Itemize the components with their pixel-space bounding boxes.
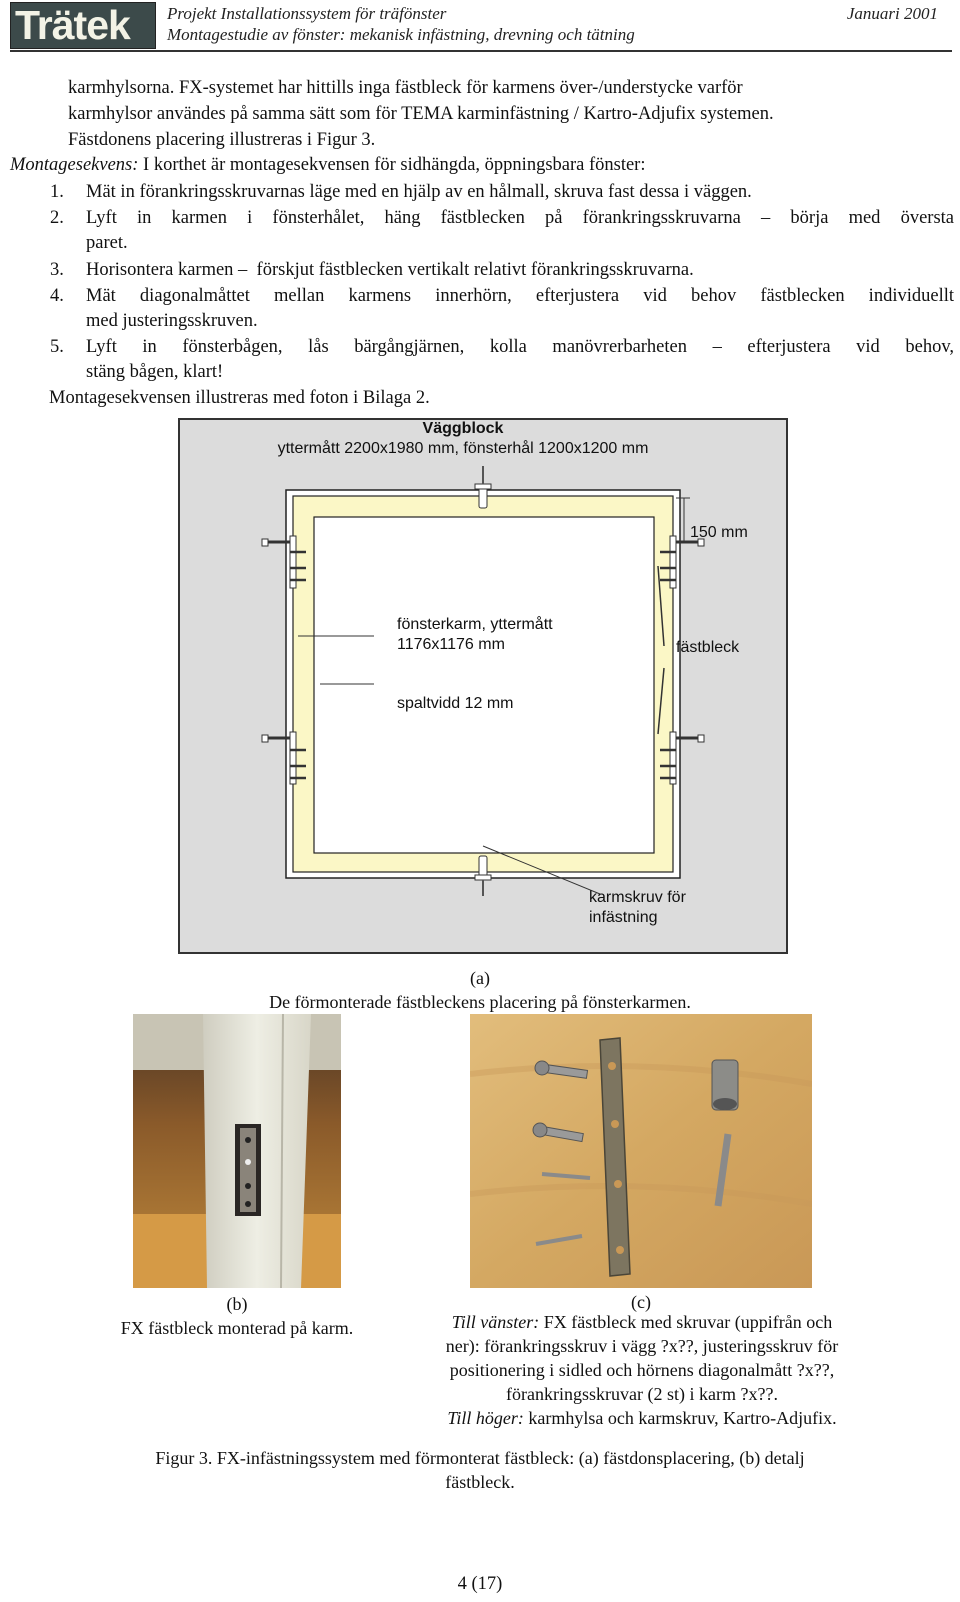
sequence-label: Montagesekvens: xyxy=(10,155,139,175)
header-divider xyxy=(10,50,952,52)
left-lower-bracket xyxy=(261,731,306,785)
dimension-150mm xyxy=(676,497,690,543)
caption-c-line3: positionering i sidled och hörnens diago… xyxy=(449,1360,835,1380)
header-date: Januari 2001 xyxy=(846,4,938,23)
closing-sentence: Montagesekvensen illustreras med foton i… xyxy=(49,388,430,408)
caption-a-letter: (a) xyxy=(470,968,490,988)
caption-c-line5: Till höger: karmhylsa och karmskruv, Kar… xyxy=(400,1406,884,1430)
screw-label-line2: infästning xyxy=(589,909,658,926)
step-number-2: 2. xyxy=(50,208,64,228)
caption-c-right-label: Till höger: xyxy=(447,1408,524,1428)
photo-b-drawing xyxy=(133,1014,341,1288)
bracket-label: fästbleck xyxy=(676,639,740,656)
diagram-title: Väggblock xyxy=(422,420,504,437)
caption-c-letter: (c) xyxy=(631,1292,651,1312)
caption-c-line2: ner): förankringsskruv i vägg ?x??, just… xyxy=(445,1336,839,1356)
sequence-heading: Montagesekvens: I korthet är montagesekv… xyxy=(10,153,645,178)
step-1-line-1: Mät in förankringsskruvarnas läge med en… xyxy=(86,182,752,202)
step-4-line-2: med justeringsskruven. xyxy=(86,311,258,331)
gap-label: spaltvidd 12 mm xyxy=(397,695,514,712)
step-2-line-1: Lyft in karmen i fönsterhålet, häng fäst… xyxy=(86,208,954,228)
tratek-logo: Trätek xyxy=(10,2,156,49)
caption-c-line1: Till vänster: FX fästbleck med skruvar (… xyxy=(400,1310,884,1334)
dimension-label: 150 mm xyxy=(690,524,748,541)
right-lower-bracket xyxy=(660,731,705,785)
intro-line-1: karmhylsorna. FX-systemet har hittills i… xyxy=(68,78,743,98)
bracket-leader-lower xyxy=(657,667,665,735)
screw-leader xyxy=(482,845,601,895)
step-5-line-2: stäng bågen, klart! xyxy=(86,362,224,382)
caption-b-letter: (b) xyxy=(226,1294,248,1314)
bracket-leader-upper xyxy=(657,565,665,647)
caption-b-text: FX fästbleck monterad på karm. xyxy=(120,1318,354,1338)
photo-bracket-on-frame xyxy=(133,1014,341,1288)
caption-c-left-label: Till vänster: xyxy=(451,1312,540,1332)
photo-bracket-and-screws xyxy=(470,1014,812,1288)
wall-block-diagram: Väggblock yttermått 2200x1980 mm, fönste… xyxy=(178,418,788,954)
frame-label-line1: fönsterkarm, yttermått xyxy=(397,616,553,633)
step-number-3: 3. xyxy=(50,260,64,280)
intro-line-3: Fästdonens placering illustreras i Figur… xyxy=(68,130,376,150)
sequence-intro: I korthet är montagesekvensen för sidhän… xyxy=(138,155,646,175)
step-5-line-1: Lyft in fönsterbågen, lås bärgångjärnen,… xyxy=(86,337,954,357)
figure-caption-line1: Figur 3. FX-infästningssystem med förmon… xyxy=(155,1448,805,1468)
figure-caption-line2: fästbleck. xyxy=(445,1472,515,1492)
header-title-line2: Montagestudie av fönster: mekanisk infäs… xyxy=(167,25,635,44)
intro-line-2: karmhylsor användes på samma sätt som fö… xyxy=(68,104,774,124)
left-upper-bracket xyxy=(261,535,306,589)
step-4-line-1: Mät diagonalmåttet mellan karmens innerh… xyxy=(86,286,954,306)
bottom-screw xyxy=(474,855,492,896)
caption-c-line1-rest: FX fästbleck med skruvar (uppifrån och xyxy=(539,1312,833,1332)
step-2-line-2: paret. xyxy=(86,233,128,253)
step-number-1: 1. xyxy=(50,182,64,202)
step-number-4: 4. xyxy=(50,286,64,306)
caption-c-line5-rest: karmhylsa och karmskruv, Kartro-Adjufix. xyxy=(523,1408,837,1428)
photo-c-drawing xyxy=(470,1014,812,1288)
diagram-subtitle: yttermått 2200x1980 mm, fönsterhål 1200x… xyxy=(277,440,649,457)
step-number-5: 5. xyxy=(50,337,64,357)
step-3-line-1: Horisontera karmen – förskjut fästblecke… xyxy=(86,260,694,280)
screw-label-line1: karmskruv för xyxy=(589,889,686,906)
page-header: Trätek Projekt Installationssystem för t… xyxy=(0,0,960,52)
header-title-line1: Projekt Installationssystem för träfönst… xyxy=(167,4,447,23)
caption-c-line4: förankringsskruvar (2 st) i karm ?x??. xyxy=(506,1384,778,1404)
page-number: 4 (17) xyxy=(457,1574,503,1594)
frame-label-line2: 1176x1176 mm xyxy=(397,636,505,653)
caption-a-text: De förmonterade fästbleckens placering p… xyxy=(269,992,691,1012)
logo-text: Trätek xyxy=(15,2,131,48)
top-screw xyxy=(474,466,492,509)
wall-block-drawing xyxy=(178,418,788,954)
